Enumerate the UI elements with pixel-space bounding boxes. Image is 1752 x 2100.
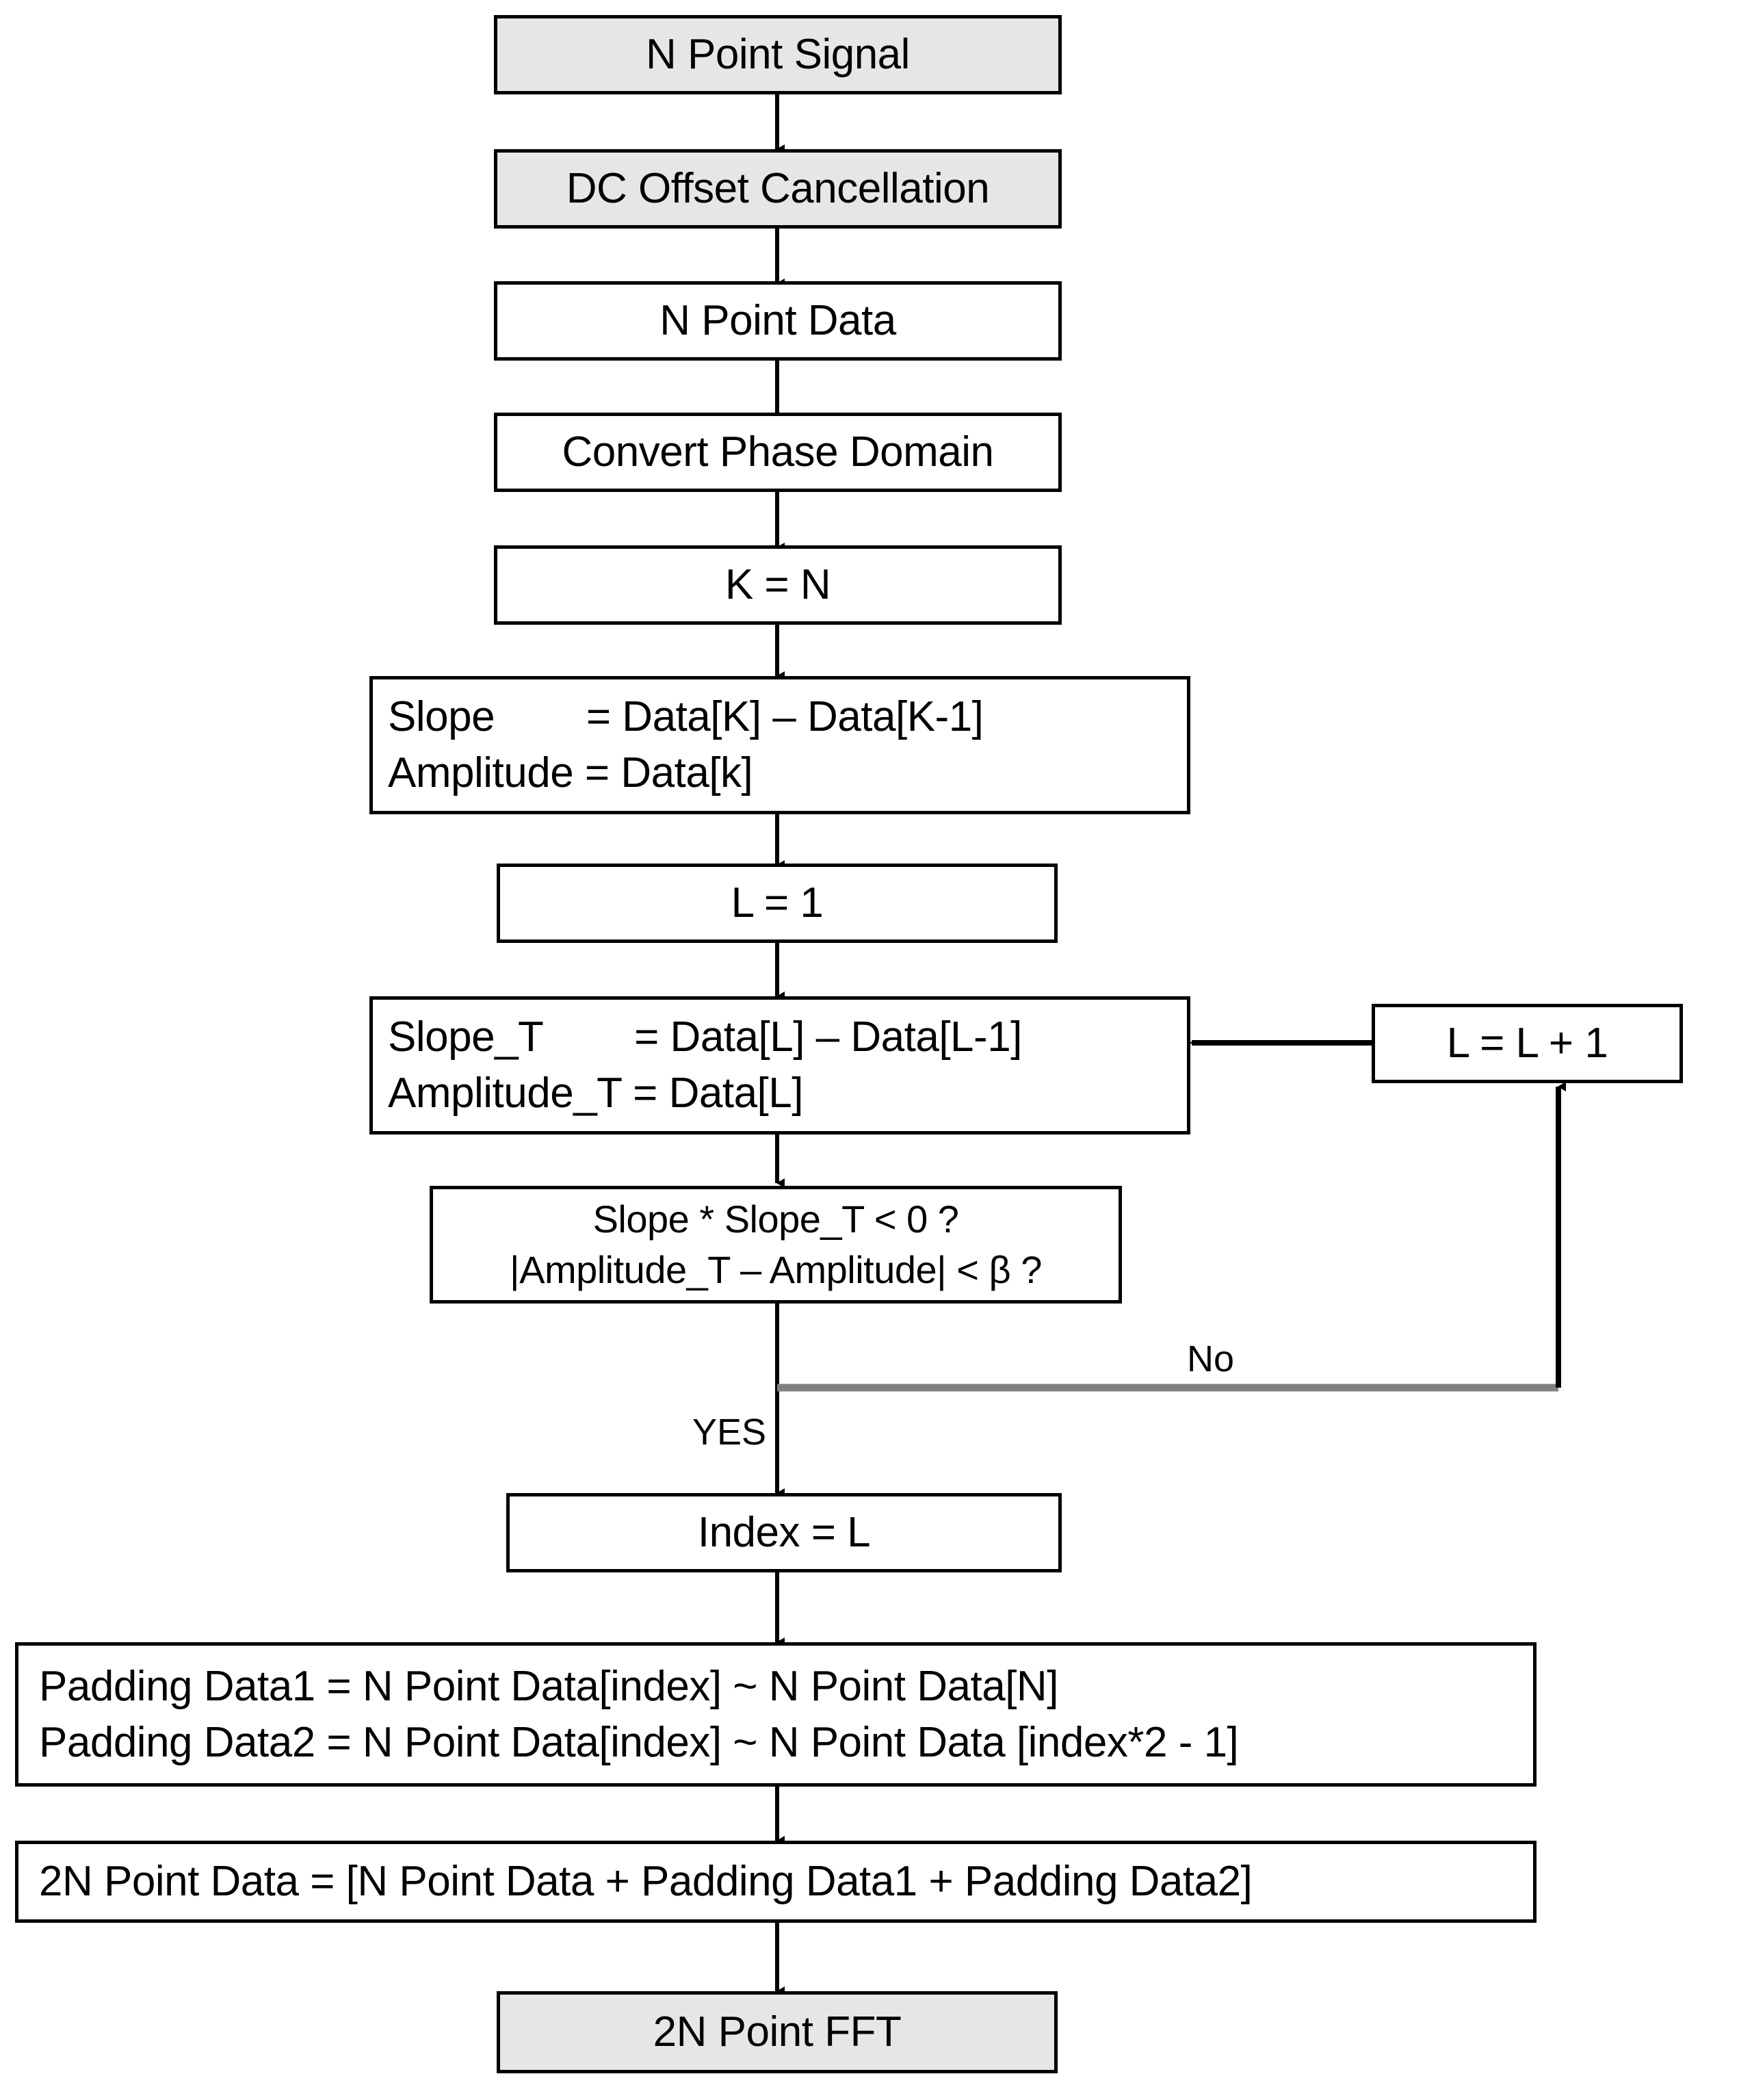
- node-label-line-1: Padding Data1 = N Point Data[index] ~ N …: [39, 1662, 1058, 1710]
- node-decision-condition[interactable]: Slope * Slope_T < 0 ? |Amplitude_T – Amp…: [430, 1186, 1122, 1304]
- node-l-increment[interactable]: L = L + 1: [1372, 1004, 1683, 1083]
- node-label-line-2: |Amplitude_T – Amplitude| < β ?: [510, 1248, 1042, 1291]
- node-two-n-point-fft[interactable]: 2N Point FFT: [497, 1991, 1058, 2073]
- node-index-equals-l[interactable]: Index = L: [506, 1493, 1062, 1572]
- node-label-line-1: Slope = Data[K] – Data[K-1]: [388, 693, 984, 741]
- node-padding-data[interactable]: Padding Data1 = N Point Data[index] ~ N …: [15, 1642, 1537, 1787]
- no-label: No: [1187, 1338, 1235, 1379]
- node-label: N Point Signal: [646, 31, 910, 79]
- node-label: K = N: [724, 561, 831, 609]
- node-dc-offset-cancellation[interactable]: DC Offset Cancellation: [494, 149, 1062, 229]
- node-two-n-point-data[interactable]: 2N Point Data = [N Point Data + Padding …: [15, 1841, 1537, 1923]
- node-k-equals-n[interactable]: K = N: [494, 545, 1062, 625]
- node-l-equals-1[interactable]: L = 1: [497, 864, 1058, 943]
- node-label: DC Offset Cancellation: [566, 165, 990, 213]
- node-label: L = L + 1: [1446, 1020, 1608, 1067]
- node-label: Convert Phase Domain: [562, 428, 994, 476]
- node-convert-phase-domain[interactable]: Convert Phase Domain: [494, 413, 1062, 492]
- node-n-point-signal[interactable]: N Point Signal: [494, 15, 1062, 94]
- node-label: Index = L: [697, 1509, 871, 1557]
- node-label-line-1: Slope_T = Data[L] – Data[L-1]: [388, 1013, 1022, 1061]
- node-label-line-2: Amplitude = Data[k]: [388, 749, 753, 796]
- node-label-line-1: Slope * Slope_T < 0 ?: [592, 1197, 959, 1241]
- node-label: 2N Point FFT: [653, 2008, 902, 2056]
- node-label: L = 1: [731, 879, 824, 927]
- node-label-line-2: Amplitude_T = Data[L]: [388, 1070, 804, 1117]
- node-slope-amplitude-init[interactable]: Slope = Data[K] – Data[K-1] Amplitude = …: [369, 676, 1190, 814]
- node-label-line-2: Padding Data2 = N Point Data[index] ~ N …: [39, 1718, 1239, 1766]
- node-slope-t-amplitude-t[interactable]: Slope_T = Data[L] – Data[L-1] Amplitude_…: [369, 996, 1190, 1135]
- node-label: 2N Point Data = [N Point Data + Padding …: [39, 1858, 1253, 1906]
- node-label: N Point Data: [659, 297, 896, 345]
- yes-label: YES: [692, 1412, 767, 1453]
- node-n-point-data[interactable]: N Point Data: [494, 281, 1062, 361]
